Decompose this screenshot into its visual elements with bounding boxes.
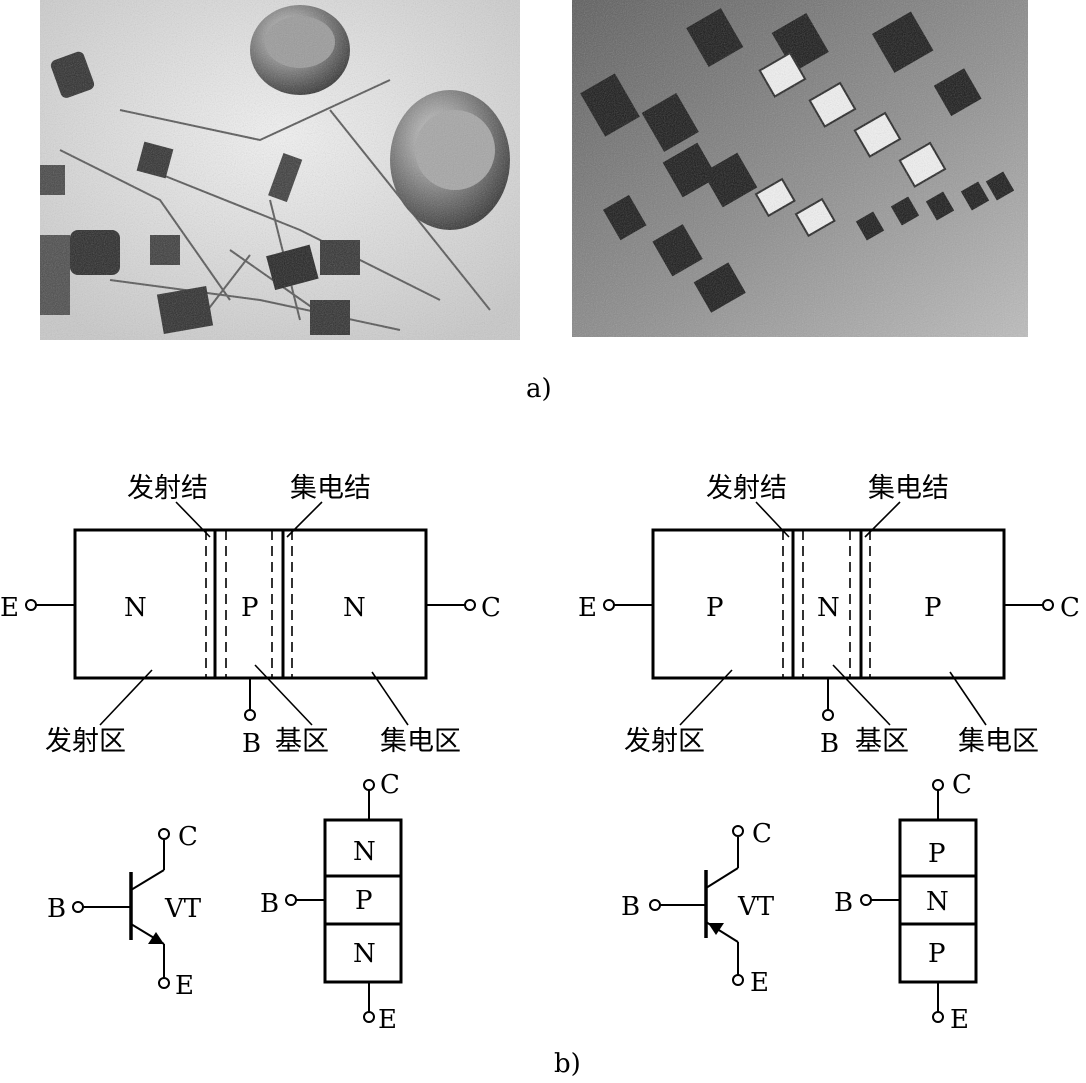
pnp-emitter-terminal <box>603 599 615 611</box>
npn-region-base: P <box>241 593 259 623</box>
npn-stack-layer-bottom: N <box>353 939 376 969</box>
caption-b: b) <box>554 1049 581 1078</box>
pnp-symbol-vt: VT <box>737 892 775 922</box>
pnp-symbol-labels: B C E VT <box>621 819 775 998</box>
npn-stack-b: B <box>260 889 279 919</box>
pnp-stack-labels: P N P C E B <box>834 770 972 1035</box>
npn-label-b: B <box>242 729 261 759</box>
pnp-symbol-c: C <box>752 819 772 849</box>
pnp-label-c: C <box>1060 593 1080 623</box>
npn-structure <box>25 501 476 726</box>
npn-base-region-label: 基区 <box>275 726 329 757</box>
npn-collector-junction-label: 集电结 <box>290 473 371 504</box>
transistor-photo-left <box>40 0 520 340</box>
npn-label-e: E <box>0 593 19 623</box>
pnp-stack-layer-mid: N <box>926 887 949 917</box>
npn-stack <box>285 779 403 1023</box>
pnp-base-region-label: 基区 <box>855 726 909 757</box>
pnp-stack-layer-top: P <box>928 839 946 869</box>
npn-stack-e: E <box>378 1005 397 1035</box>
pnp-base-terminal <box>822 709 834 721</box>
npn-symbol-vt: VT <box>164 894 202 924</box>
pnp-stack-layer-bottom: P <box>928 939 946 969</box>
npn-structure-labels: N P N E C B 发射结 集电结 发射区 基区 集电区 <box>0 473 501 759</box>
npn-label-c: C <box>481 593 501 623</box>
npn-collector-region-label: 集电区 <box>380 726 461 757</box>
pnp-region-emitter: P <box>706 593 724 623</box>
npn-symbol-b: B <box>47 894 66 924</box>
pnp-structure <box>603 501 1054 726</box>
npn-emitter-junction-label: 发射结 <box>127 473 208 504</box>
pnp-emitter-region-label: 发射区 <box>624 726 705 757</box>
pnp-stack-b: B <box>834 888 853 918</box>
npn-stack-layer-mid: P <box>355 886 373 916</box>
pnp-collector-junction-label: 集电结 <box>868 473 949 504</box>
caption-a: a) <box>526 374 552 404</box>
npn-emitter-terminal <box>25 599 37 611</box>
npn-region-emitter: N <box>124 593 147 623</box>
npn-symbol-labels: B C E VT <box>47 822 202 1001</box>
npn-collector-terminal <box>464 599 476 611</box>
npn-symbol <box>72 828 170 989</box>
npn-emitter-region-label: 发射区 <box>45 726 126 757</box>
pnp-stack-e: E <box>950 1005 969 1035</box>
pnp-label-e: E <box>578 593 597 623</box>
pnp-symbol <box>649 825 744 986</box>
pnp-label-b: B <box>820 729 839 759</box>
npn-symbol-e: E <box>175 971 194 1001</box>
npn-stack-layer-top: N <box>353 837 376 867</box>
pnp-collector-terminal <box>1042 599 1054 611</box>
npn-base-terminal <box>244 709 256 721</box>
pnp-collector-region-label: 集电区 <box>958 726 1039 757</box>
transistor-photo-right <box>572 0 1028 337</box>
pnp-emitter-junction-label: 发射结 <box>706 473 787 504</box>
pnp-structure-labels: P N P E C B 发射结 集电结 发射区 基区 集电区 <box>578 473 1080 759</box>
pnp-region-base: N <box>817 593 840 623</box>
npn-symbol-c: C <box>178 822 198 852</box>
npn-stack-labels: N P N C E B <box>260 770 400 1035</box>
pnp-region-collector: P <box>924 593 942 623</box>
pnp-symbol-e: E <box>750 968 769 998</box>
pnp-stack <box>860 779 978 1023</box>
pnp-stack-c: C <box>952 770 972 800</box>
npn-region-collector: N <box>343 593 366 623</box>
pnp-symbol-b: B <box>621 892 640 922</box>
npn-stack-c: C <box>380 770 400 800</box>
